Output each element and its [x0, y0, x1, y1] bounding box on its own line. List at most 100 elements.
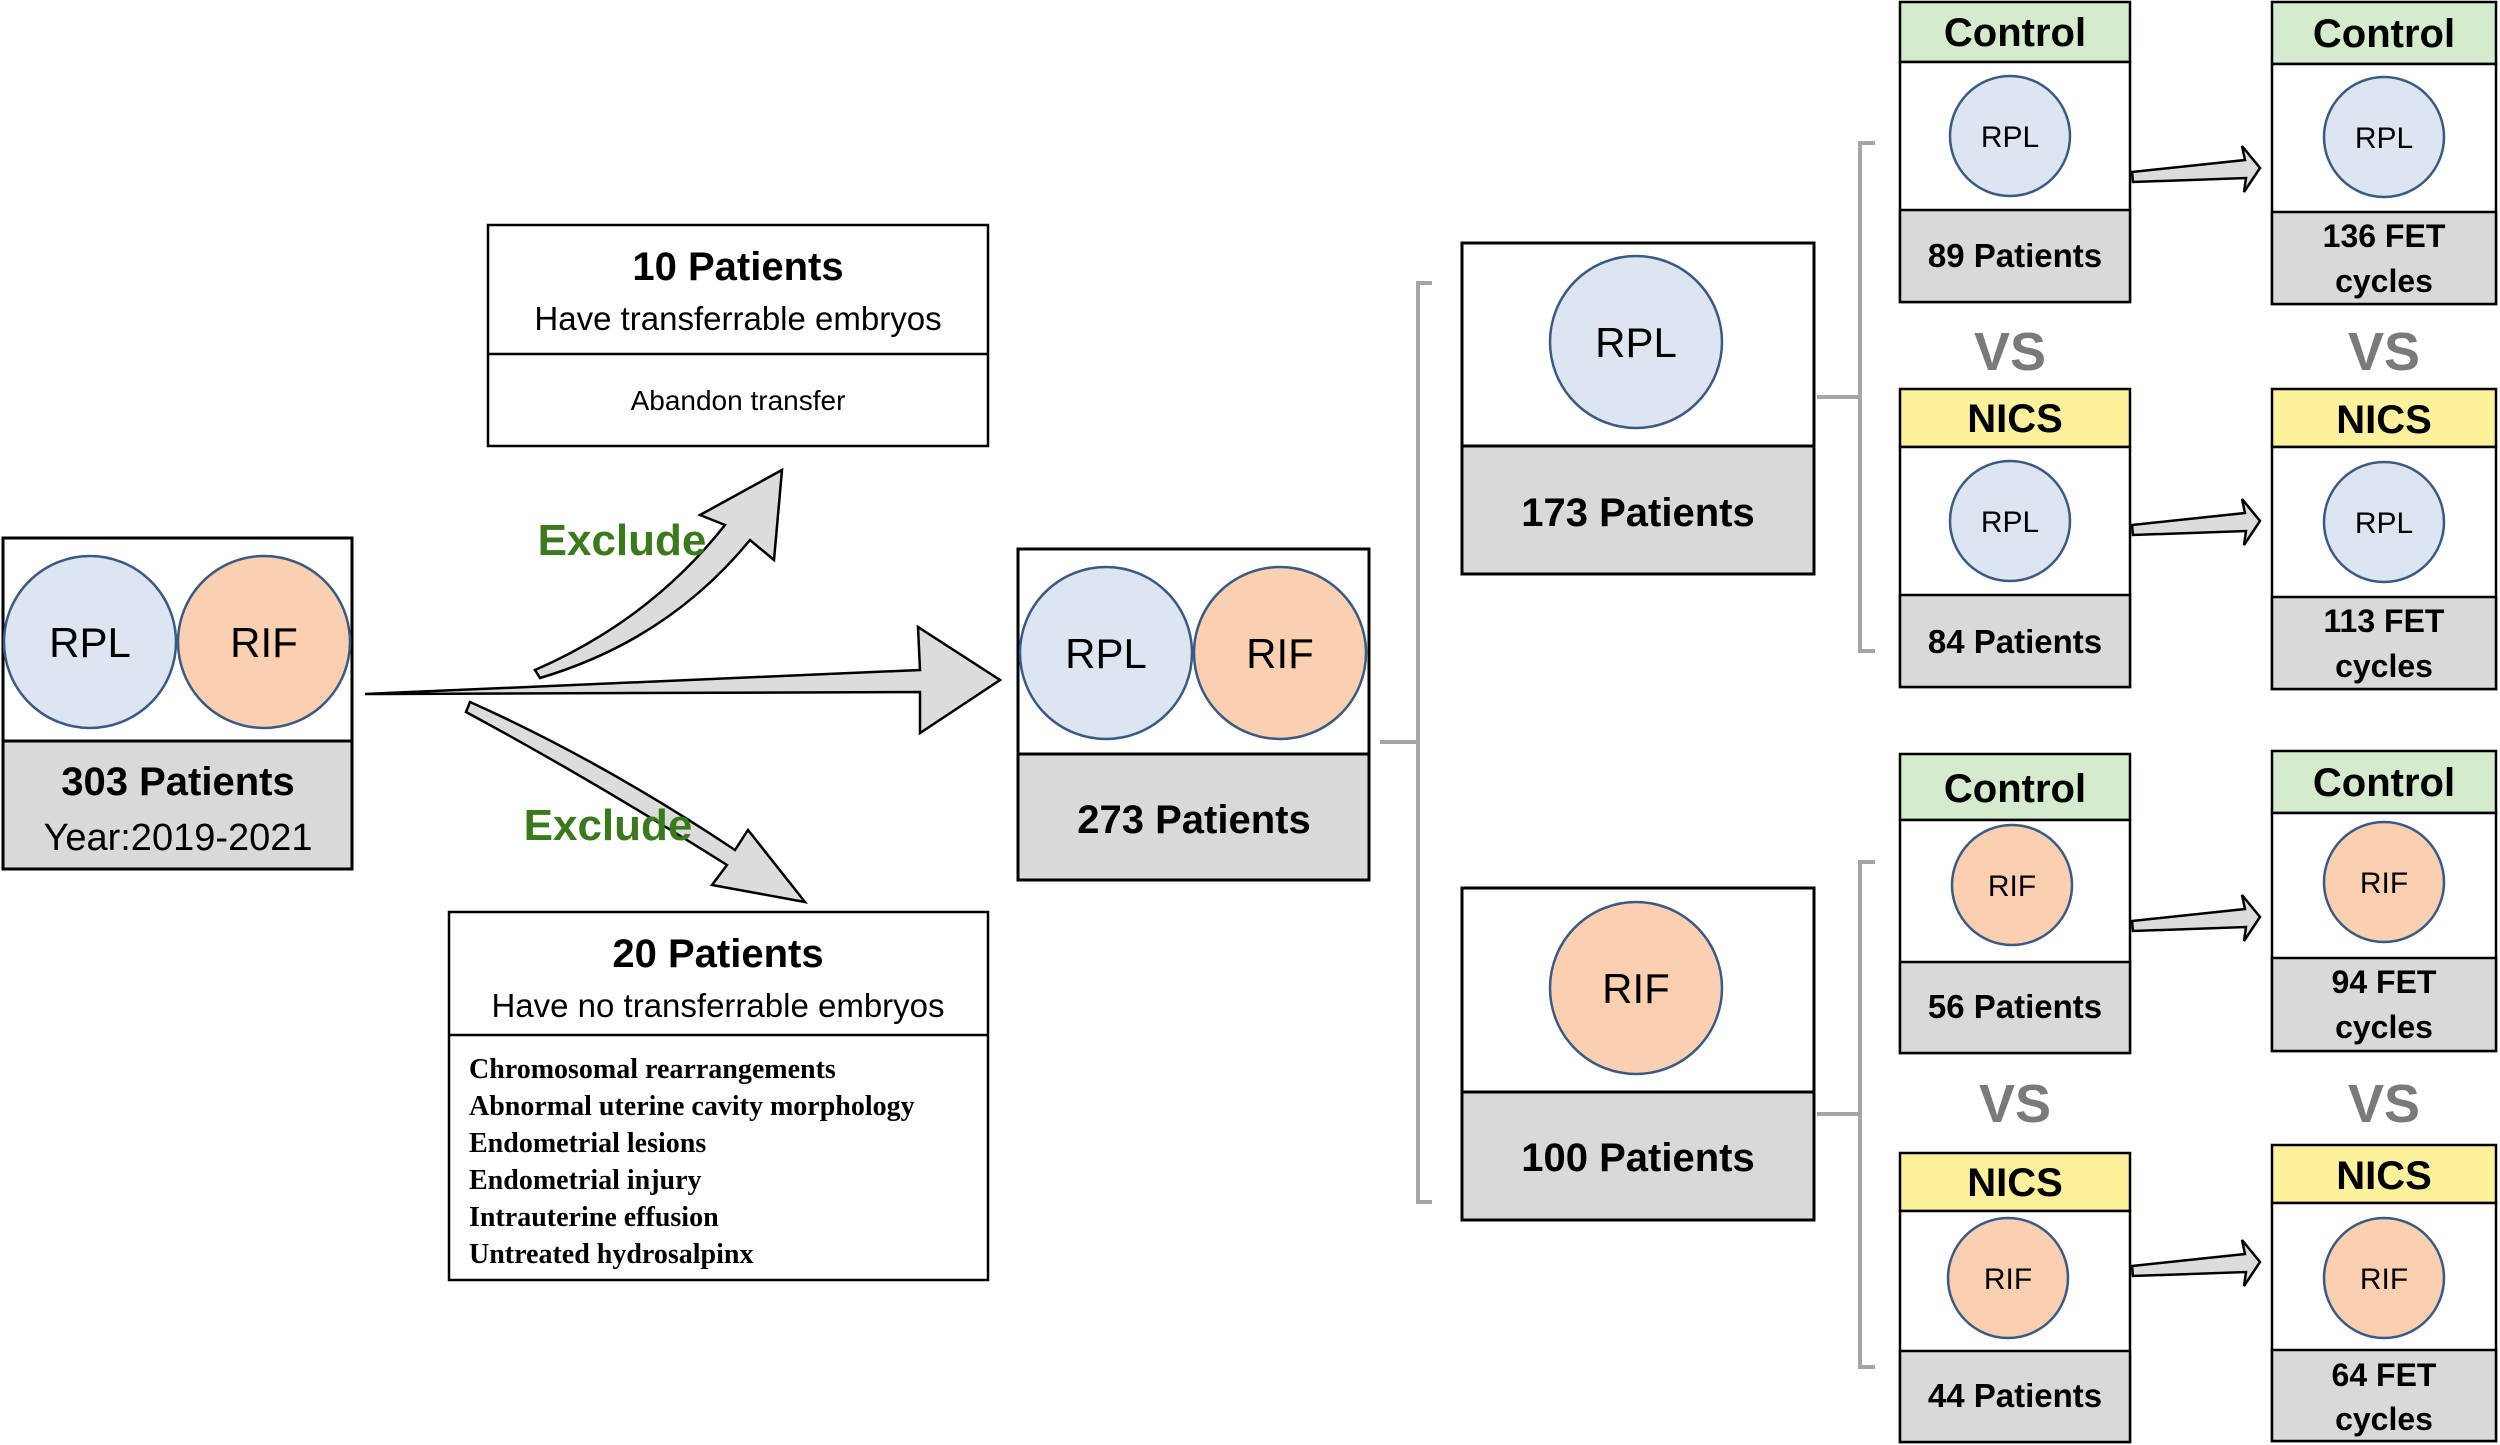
exclude-bottom-title: 20 Patients — [612, 932, 823, 976]
included-rif-circle — [1192, 565, 1368, 741]
rif-control-label: RIF — [1988, 870, 2036, 903]
included-box: RPL RIF 273 Patients — [1016, 547, 1371, 882]
start-rif-circle — [176, 554, 352, 730]
rif-group-label: RIF — [1602, 965, 1670, 1012]
rpl-control-cycles-count-panel — [2270, 210, 2498, 306]
rif-nics-cycles-circle — [2322, 1216, 2446, 1340]
rpl-group-count: 173 Patients — [1521, 491, 1754, 535]
rpl-control-cycles-box: Control RPL 136 FET cycles — [2270, 0, 2498, 306]
rif-control-arrow — [2130, 894, 2262, 942]
rif-control-box: Control RIF 56 Patients — [1898, 752, 2132, 1055]
rpl-vs-right: VS — [2348, 322, 2420, 382]
rpl-control-cycles-circle — [2322, 75, 2446, 199]
rif-group-box: RIF 100 Patients — [1460, 886, 1816, 1222]
rif-control-cycles-count-line2: cycles — [2335, 1009, 2433, 1045]
rpl-group-box: RPL 173 Patients — [1460, 241, 1816, 576]
rpl-control-header: Control — [1944, 11, 2086, 55]
start-count-panel — [1, 739, 354, 871]
rif-nics-label: RIF — [1984, 1263, 2032, 1296]
bracket-rpl — [1858, 141, 1875, 653]
exclude-reason: Intrauterine effusion — [469, 1202, 719, 1233]
exclude-bottom-box: 20 Patients Have no transferrable embryo… — [447, 910, 990, 1282]
included-rif-label: RIF — [1246, 630, 1314, 677]
rif-nics-cycles-count-line1: 64 FET — [2332, 1357, 2437, 1393]
rpl-nics-cycles-header-panel — [2270, 387, 2498, 449]
rif-control-cycles-box: Control RIF 94 FET cycles — [2270, 749, 2498, 1053]
exclude-reason: Abnormal uterine cavity morphology — [469, 1091, 915, 1122]
rpl-nics-cycles-count-panel — [2270, 595, 2498, 691]
rif-nics-cycles-header: NICS — [2336, 1154, 2432, 1198]
rpl-control-cycles-count-line1: 136 FET — [2323, 218, 2446, 254]
rpl-nics-box: NICS RPL 84 Patients — [1898, 387, 2132, 689]
rif-nics-count: 44 Patients — [1928, 1377, 2102, 1414]
rpl-control-header-panel — [1898, 0, 2132, 64]
rif-nics-cycles-label: RIF — [2360, 1263, 2408, 1296]
rif-nics-cycles-count-line2: cycles — [2335, 1401, 2433, 1437]
rpl-control-label: RPL — [1981, 121, 2039, 154]
rpl-nics-cycles-count-line1: 113 FET — [2324, 603, 2445, 639]
start-box: RPL RIF 303 Patients Year:2019-2021 — [1, 536, 354, 871]
rif-control-circle — [1950, 823, 2074, 947]
rpl-control-cycles-label: RPL — [2355, 122, 2413, 155]
exclude-reason: Untreated hydrosalpinx — [469, 1239, 753, 1270]
exclude-down-arrow — [464, 700, 809, 904]
rpl-control-box: Control RPL 89 Patients — [1898, 0, 2132, 304]
rif-nics-arrow — [2130, 1239, 2262, 1287]
rpl-nics-header-panel — [1898, 387, 2132, 449]
rif-control-cycles-count-line1: 94 FET — [2332, 964, 2437, 1000]
main-arrow — [364, 624, 1003, 736]
exclude-bottom-subtitle: Have no transferrable embryos — [491, 987, 944, 1024]
brackets — [1380, 141, 1875, 1369]
start-count: 303 Patients — [61, 760, 294, 804]
bracket-rif — [1858, 860, 1875, 1369]
rif-control-count-panel — [1898, 960, 2132, 1055]
rpl-nics-label: RPL — [1981, 506, 2039, 539]
rif-control-cycles-header: Control — [2313, 761, 2455, 805]
sub-arrows — [2130, 145, 2262, 1287]
included-rpl-label: RPL — [1065, 630, 1147, 677]
rif-nics-cycles-count-panel — [2270, 1348, 2498, 1443]
included-rpl-circle — [1018, 565, 1194, 741]
rpl-nics-cycles-label: RPL — [2355, 507, 2413, 540]
rpl-vs-left: VS — [1974, 322, 2046, 382]
rif-group-circle — [1548, 900, 1724, 1076]
rif-control-cycles-count-panel — [2270, 956, 2498, 1053]
included-count-panel — [1016, 752, 1371, 882]
rpl-group-circle — [1548, 254, 1724, 430]
exclude-top-label: Exclude — [538, 516, 707, 565]
start-rif-label: RIF — [230, 619, 298, 666]
rif-nics-circle — [1946, 1216, 2070, 1340]
rpl-nics-cycles-header: NICS — [2336, 398, 2432, 442]
rpl-nics-count: 84 Patients — [1928, 623, 2102, 660]
start-rpl-circle — [2, 554, 178, 730]
exclude-up-arrow — [533, 467, 784, 680]
start-year: Year:2019-2021 — [43, 817, 312, 859]
rif-control-cycles-label: RIF — [2360, 867, 2408, 900]
rif-control-count: 56 Patients — [1928, 988, 2102, 1025]
rpl-nics-header: NICS — [1967, 397, 2063, 441]
rpl-control-count: 89 Patients — [1928, 237, 2102, 274]
rif-nics-count-panel — [1898, 1349, 2132, 1444]
exclude-top-subtitle: Have transferrable embryos — [534, 300, 941, 337]
rpl-control-cycles-header-panel — [2270, 0, 2498, 66]
rpl-group-label: RPL — [1595, 319, 1677, 366]
exclude-top-box: 10 Patients Have transferrable embryos A… — [486, 223, 990, 448]
exclude-bottom-frame — [447, 910, 990, 1282]
rpl-nics-circle — [1948, 459, 2072, 583]
rpl-group-count-panel — [1460, 444, 1816, 576]
exclude-top-title: 10 Patients — [632, 245, 843, 289]
rpl-nics-cycles-box: NICS RPL 113 FET cycles — [2270, 387, 2498, 691]
rif-group-count-panel — [1460, 1090, 1816, 1222]
rpl-control-circle — [1948, 74, 2072, 198]
exclude-top-detail: Abandon transfer — [631, 385, 846, 416]
rpl-control-cycles-header: Control — [2313, 12, 2455, 56]
rpl-control-count-panel — [1898, 208, 2132, 304]
rif-nics-box: NICS RIF 44 Patients — [1898, 1151, 2132, 1444]
exclude-top-frame — [486, 223, 990, 448]
rif-vs-left: VS — [1979, 1074, 2051, 1134]
rpl-nics-cycles-count-line2: cycles — [2335, 648, 2433, 684]
rpl-nics-count-panel — [1898, 593, 2132, 689]
main-arrows — [364, 467, 1003, 904]
rpl-nics-cycles-circle — [2322, 460, 2446, 584]
